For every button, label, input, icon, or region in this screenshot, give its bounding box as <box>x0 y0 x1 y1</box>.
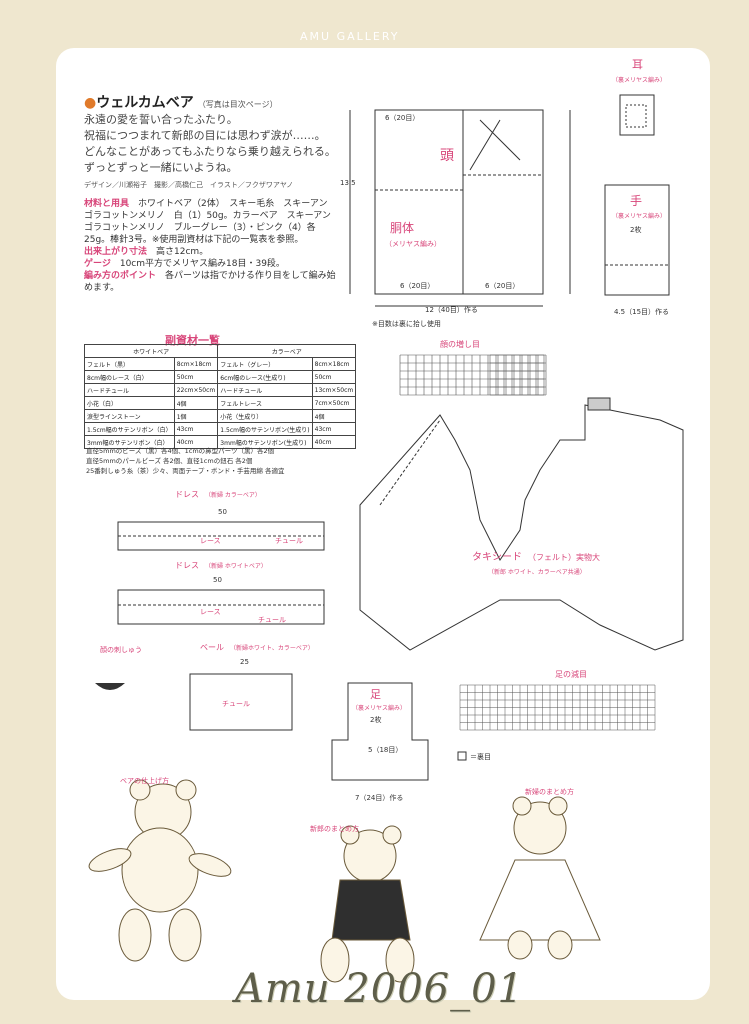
nose-icon <box>95 683 125 690</box>
ear-diagram <box>619 94 655 136</box>
dress2-lace: レース <box>200 608 221 616</box>
pattern-title: ●ウェルカムベア（写真は目次ページ） <box>84 95 278 111</box>
bear-assembly-label: ベアの仕上げ方 <box>120 776 169 785</box>
points-label: 編み方のポイント <box>84 271 157 281</box>
dress1-label: ドレス <box>175 490 199 499</box>
foot-decrease-label: 足の減目 <box>555 669 587 679</box>
hand-count: 2枚 <box>630 225 641 234</box>
dress2-note: （新婦 ホワイトベア） <box>205 562 267 570</box>
gauge-body: 10cm平方でメリヤス編み18目・39段。 <box>119 259 285 269</box>
veil-rect <box>189 673 293 731</box>
title-note: （写真は目次ページ） <box>197 100 278 109</box>
table-cell: 40cm <box>311 435 357 449</box>
tuxedo-label: タキシード <box>472 551 522 563</box>
dress2-label: ドレス <box>175 561 199 570</box>
bear-left-illustration <box>88 779 232 962</box>
dim-bottom-b: 6（20目） <box>485 282 519 290</box>
note-line: 直径5mmのビーズ（黒）各4個、1cmの鼻型パーツ（黒）各2個 <box>86 447 275 455</box>
foot-outline <box>331 682 429 781</box>
note-line: 25番刺しゅう糸（茶）少々、両面テープ・ボンド・手芸用綿 各適宜 <box>86 467 285 475</box>
width-note: ※目数は裏に拾し使用 <box>372 319 441 328</box>
dim-7-24: 7（24目）作る <box>355 793 403 802</box>
foot-label: 足 <box>370 688 381 701</box>
dim-50-a: 50 <box>218 508 227 516</box>
tuxedo-fold <box>379 419 441 506</box>
face-embroidery-label: 顔の刺しゅう <box>100 645 142 654</box>
lead-line: 祝福につつまれて新郎の目には思わず涙が……。 <box>84 129 326 142</box>
size-label: 出来上がり寸法 <box>84 247 148 257</box>
dim-6-20: 6（20目） <box>385 114 419 122</box>
ear-note: （裏メリヤス編み） <box>612 76 666 84</box>
foot-decrease-grid <box>459 684 656 731</box>
veil-note: （新婦ホワイト、カラーベア） <box>230 644 314 652</box>
tuxedo-outline <box>359 404 684 651</box>
total-label: 12（40目）作る <box>425 305 478 314</box>
dress1-lace: レース <box>200 537 221 545</box>
bride-illustration <box>479 796 601 960</box>
points-body: 各パーツは指でかける作り目をして編み始めます。 <box>84 271 336 293</box>
credit-line: デザイン／川瀬裕子 撮影／高橋仁己 イラスト／フクザワアヤノ <box>84 181 294 189</box>
body-label: 胴体 <box>390 221 414 235</box>
dim-13-5: 13.5 <box>340 179 356 187</box>
dress2-rect <box>117 589 325 625</box>
dim-25: 25 <box>240 658 249 666</box>
gallery-header: AMU GALLERY <box>300 30 400 43</box>
dress1-note: （新婦 カラーベア） <box>205 491 261 499</box>
veil-label: ベール <box>200 643 224 652</box>
face-increase-label: 顔の増し目 <box>440 339 480 349</box>
bride-finish-label: 新婦のまとめ方 <box>525 787 574 796</box>
dress1-tulle: チュール <box>275 537 303 545</box>
table-cell: 3mm幅のサテンリボン(生成り) <box>217 435 313 449</box>
lead-text: 永遠の愛を誓い合ったふたり。 祝福につつまれて新郎の目には思わず涙が……。 どん… <box>84 112 336 176</box>
table-title: 副資材一覧 <box>165 334 220 347</box>
tuxedo-sub: （新郎 ホワイト、カラーベア共通） <box>488 568 586 576</box>
groom-illustration <box>320 825 415 983</box>
hand-diagram <box>604 184 670 296</box>
hand-note: （裏メリヤス編み） <box>612 212 666 220</box>
hand-label: 手 <box>630 194 642 208</box>
veil-tulle: チュール <box>222 700 250 708</box>
table-cell: 3mm幅のサテンリボン（白） <box>84 435 175 449</box>
materials-body: ホワイトベア（2体） スキー毛糸 スキーアンゴラコットンメリノ 白（1）50g。… <box>84 199 331 245</box>
body-note: （メリヤス編み） <box>385 239 441 248</box>
dim-bottom-a: 6（20目） <box>400 282 434 290</box>
dim-5-18: 5（18目） <box>368 746 402 754</box>
lead-line: ずっとずっと一緒にいようね。 <box>84 161 238 174</box>
lead-line: どんなことがあってもふたりなら乗り越えられる。 <box>84 145 336 158</box>
foot-count: 2枚 <box>370 715 381 724</box>
table-cell: 小花（生成り） <box>217 409 313 423</box>
note-line: 直径5mmのパールビーズ 各2個、直径1cmの鈕石 各2個 <box>86 457 253 465</box>
size-body: 高さ12cm。 <box>156 247 209 257</box>
lead-line: 永遠の愛を誓い合ったふたり。 <box>84 113 238 126</box>
groom-finish-label: 新郎のまとめ方 <box>310 824 359 833</box>
gauge-label: ゲージ <box>84 259 111 269</box>
tuxedo-collar <box>587 397 611 411</box>
dress2-tulle: チュール <box>258 616 286 624</box>
legend-label: ＝裏目 <box>470 752 491 761</box>
watermark: Amu 2006_01 <box>235 966 524 1012</box>
table-notes: 直径5mmのビーズ（黒）各4個、1cmの鼻型パーツ（黒）各2個 直径5mmのパー… <box>86 446 284 476</box>
title-main: ウェルカムベア <box>96 95 194 111</box>
face-increase-grid <box>399 354 547 396</box>
materials-label: 材料と用具 <box>84 199 130 209</box>
materials-text: 材料と用具 ホワイトベア（2体） スキー毛糸 スキーアンゴラコットンメリノ 白（… <box>84 198 336 294</box>
foot-note: （裏メリヤス編み） <box>352 704 406 712</box>
dim-4-5: 4.5（15目）作る <box>614 307 669 316</box>
tuxedo-note: （フェルト）実物大 <box>528 552 600 562</box>
head-label: 頭 <box>440 148 454 164</box>
legend-square <box>457 751 467 761</box>
head-body-diagram <box>349 109 571 307</box>
ear-label: 耳 <box>632 58 643 71</box>
dim-50-b: 50 <box>213 576 222 584</box>
